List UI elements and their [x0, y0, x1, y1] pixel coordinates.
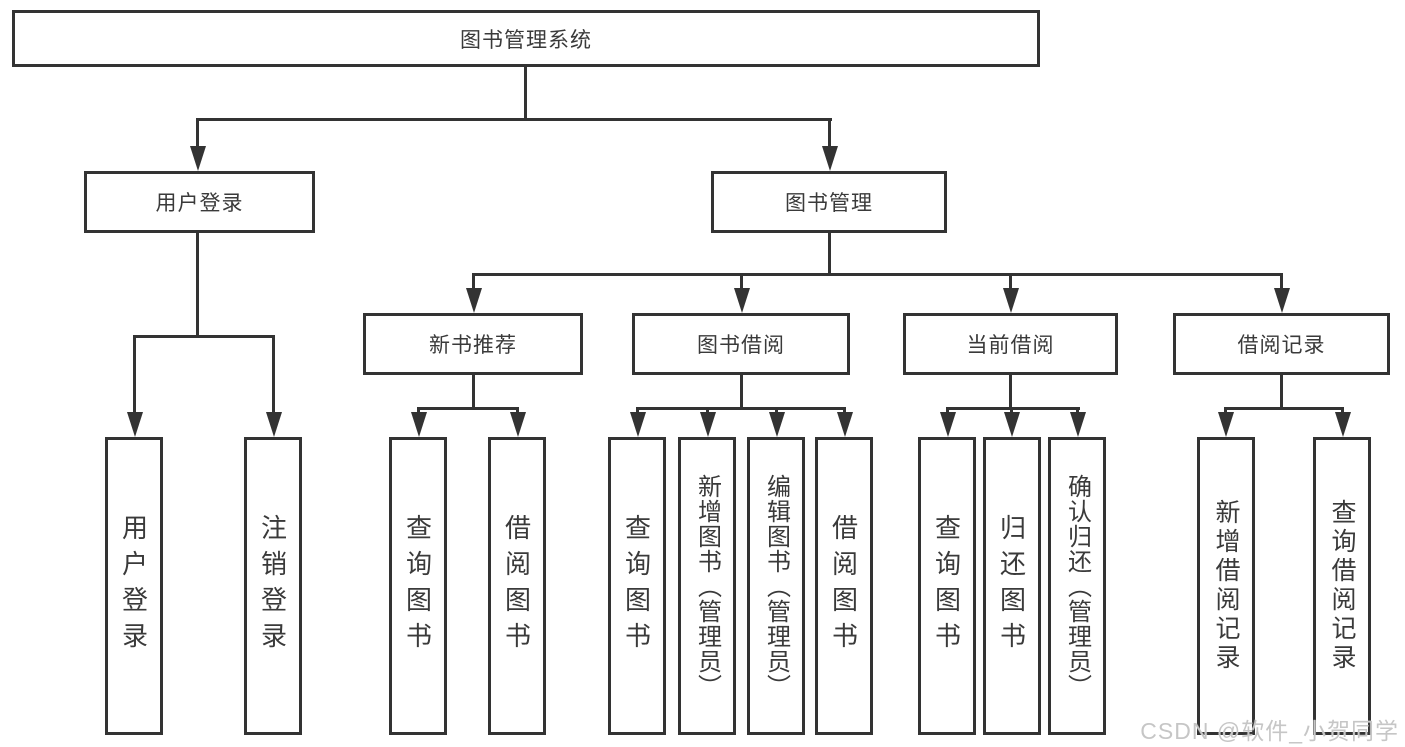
node-user-login: 用户登录	[84, 171, 315, 233]
arrow-to-leaf-add-record	[1218, 412, 1234, 437]
connector-to-user-login	[196, 118, 199, 152]
leaf-label: 新增图书（管理员）	[693, 473, 721, 699]
connector-borrowing-rail	[636, 407, 846, 410]
arrow-to-leaf-query-current	[940, 412, 956, 437]
leaf-user-login: 用户登录	[105, 437, 163, 735]
leaf-label: 新增借阅记录	[1212, 499, 1240, 673]
node-label: 图书管理	[785, 192, 873, 215]
arrow-to-book-management	[822, 146, 838, 171]
arrow-to-leaf-query-record	[1335, 412, 1351, 437]
connector-records-rail	[1224, 407, 1344, 410]
node-label: 图书借阅	[697, 334, 785, 357]
connector-to-new-book-recommendation	[472, 273, 475, 291]
node-borrowing-records: 借阅记录	[1173, 313, 1390, 375]
arrow-to-leaf-query-recommend	[411, 412, 427, 437]
leaf-query-books-current: 查询图书	[918, 437, 976, 735]
leaf-query-books-recommend: 查询图书	[389, 437, 447, 735]
node-label: 借阅记录	[1237, 334, 1326, 357]
leaf-label: 查询图书	[621, 514, 652, 658]
node-label: 图书管理系统	[460, 28, 592, 52]
leaf-edit-books-admin: 编辑图书（管理员）	[747, 437, 805, 735]
connector-recommendation-rail	[417, 407, 519, 410]
connector-book-management-stem	[828, 233, 831, 275]
connector-root-rail	[196, 118, 832, 121]
leaf-label: 归还图书	[996, 514, 1027, 658]
connector-borrowing-stem	[740, 375, 743, 409]
node-current-borrowing: 当前借阅	[903, 313, 1118, 375]
connector-to-book-borrowing	[740, 273, 743, 291]
leaf-label: 确认归还（管理员）	[1063, 473, 1091, 699]
leaf-label: 查询图书	[931, 514, 962, 658]
connector-to-book-management	[828, 118, 831, 152]
arrow-to-current-borrowing	[1003, 288, 1019, 313]
connector-to-leaf-logout	[272, 335, 275, 412]
arrow-to-borrowing-records	[1274, 288, 1290, 313]
leaf-add-books-admin: 新增图书（管理员）	[678, 437, 736, 735]
arrow-to-leaf-logout	[266, 412, 282, 437]
leaf-logout: 注销登录	[244, 437, 302, 735]
node-book-management: 图书管理	[711, 171, 947, 233]
leaf-query-borrow-record: 查询借阅记录	[1313, 437, 1371, 735]
arrow-to-leaf-query-borrowing	[630, 412, 646, 437]
connector-user-login-rail	[133, 335, 275, 338]
arrow-to-leaf-user-login	[127, 412, 143, 437]
connector-user-login-stem	[196, 233, 199, 337]
leaf-borrow-books: 借阅图书	[815, 437, 873, 735]
arrow-to-leaf-return-books	[1004, 412, 1020, 437]
arrow-to-book-borrowing	[734, 288, 750, 313]
arrow-to-new-book-recommendation	[466, 288, 482, 313]
leaf-label: 用户登录	[118, 514, 149, 658]
connector-book-management-rail	[472, 273, 1282, 276]
leaf-add-borrow-record: 新增借阅记录	[1197, 437, 1255, 735]
connector-recommendation-stem	[472, 375, 475, 409]
leaf-borrow-books-recommend: 借阅图书	[488, 437, 546, 735]
node-label: 新书推荐	[429, 334, 517, 357]
node-new-book-recommendation: 新书推荐	[363, 313, 583, 375]
leaf-query-books-borrowing: 查询图书	[608, 437, 666, 735]
node-library-management-system: 图书管理系统	[12, 10, 1040, 67]
arrow-to-leaf-confirm-return	[1070, 412, 1086, 437]
connector-to-borrowing-records	[1280, 273, 1283, 291]
leaf-label: 注销登录	[257, 514, 288, 658]
leaf-label: 编辑图书（管理员）	[762, 473, 790, 699]
connector-root-stem	[524, 64, 527, 121]
leaf-return-books: 归还图书	[983, 437, 1041, 735]
node-label: 用户登录	[155, 192, 244, 215]
leaf-confirm-return-admin: 确认归还（管理员）	[1048, 437, 1106, 735]
connector-to-current-borrowing	[1009, 273, 1012, 291]
leaf-label: 借阅图书	[828, 514, 859, 658]
leaf-label: 查询借阅记录	[1328, 499, 1356, 673]
arrow-to-leaf-edit-books	[769, 412, 785, 437]
connector-current-rail	[946, 407, 1080, 410]
connector-records-stem	[1280, 375, 1283, 409]
arrow-to-leaf-borrow-recommend	[510, 412, 526, 437]
node-label: 当前借阅	[966, 334, 1055, 357]
watermark: CSDN @软件_小贺同学	[1140, 718, 1399, 744]
leaf-label: 查询图书	[402, 514, 433, 658]
connector-to-leaf-user-login	[133, 335, 136, 412]
arrow-to-user-login	[190, 146, 206, 171]
connector-current-stem	[1009, 375, 1012, 409]
leaf-label: 借阅图书	[501, 514, 532, 658]
arrow-to-leaf-add-books	[700, 412, 716, 437]
arrow-to-leaf-borrow-books	[837, 412, 853, 437]
node-book-borrowing: 图书借阅	[632, 313, 850, 375]
